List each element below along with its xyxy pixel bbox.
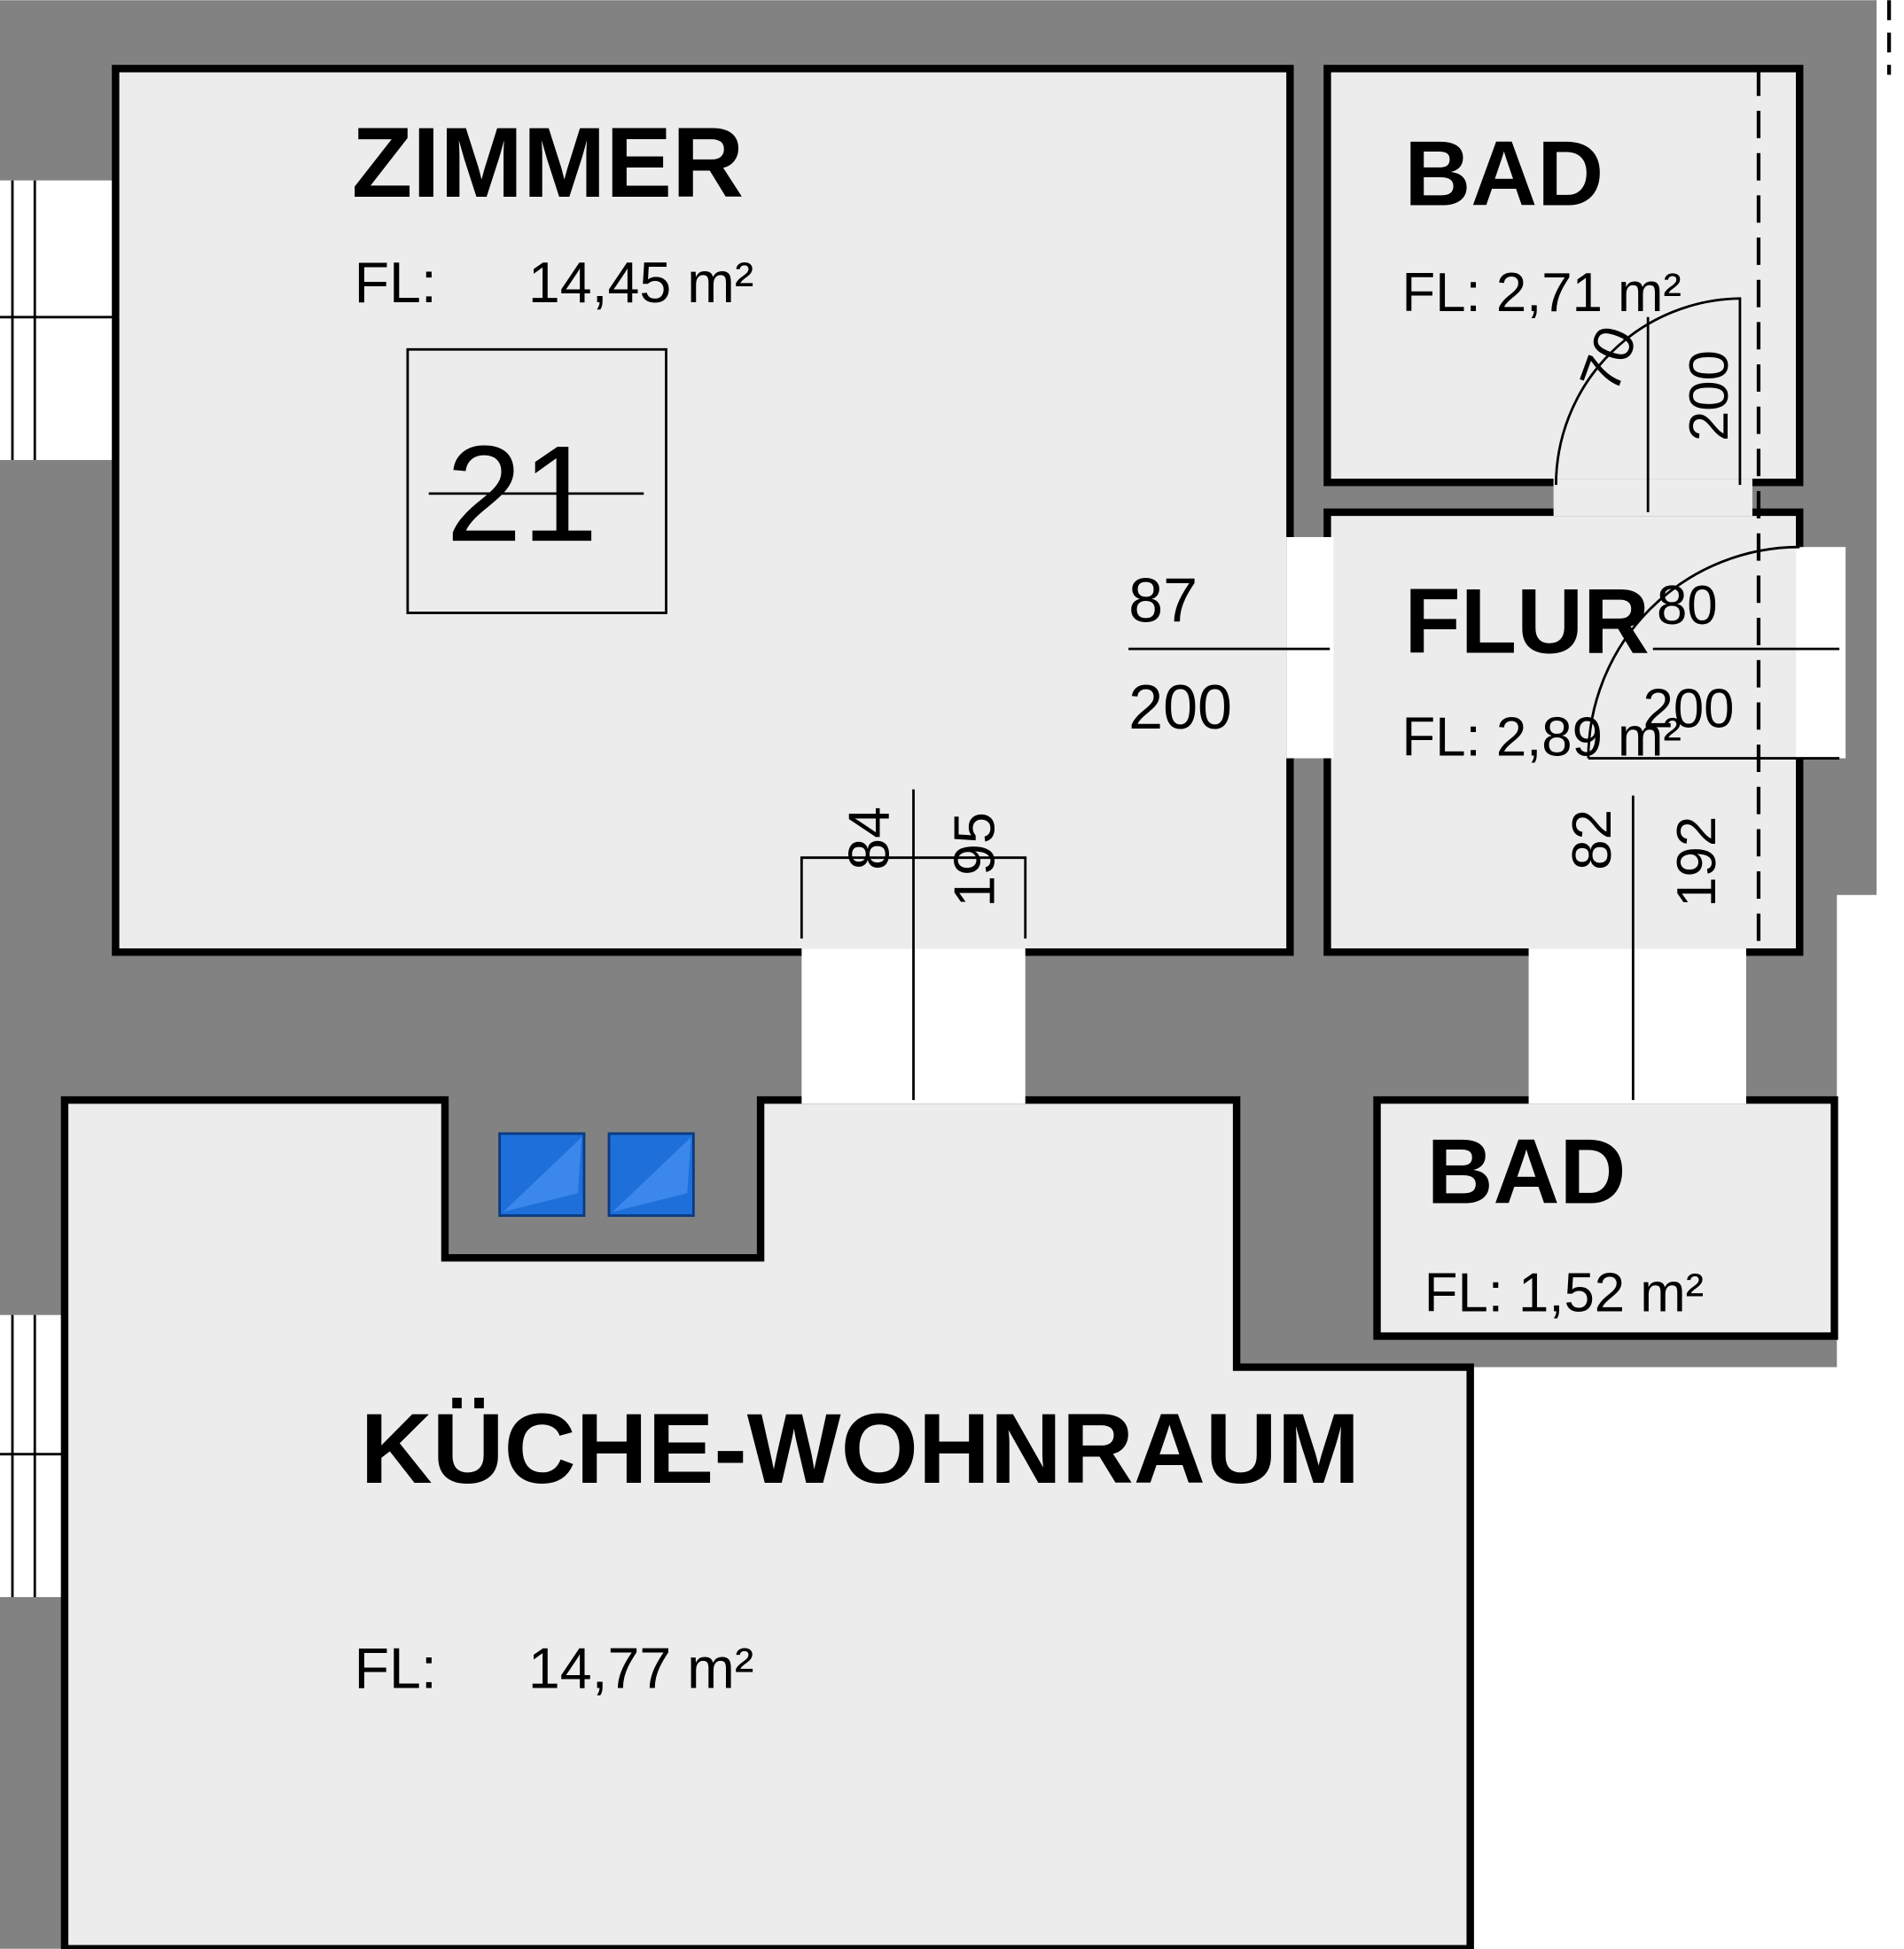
window-kueche — [0, 1314, 65, 1597]
dim-zimmer-kueche-width: 84 — [837, 807, 901, 870]
door-flur-bad — [1528, 948, 1746, 1104]
door-entry — [1796, 547, 1846, 759]
dim-zimmer-flur-width: 87 — [1128, 565, 1198, 635]
kueche-title: KÜCHE-WOHNRAUM — [361, 1392, 1361, 1504]
flur-entry-height: 200 — [1643, 678, 1735, 739]
flur-title: FLUR — [1404, 569, 1650, 672]
dim-bad-bottom-height: 192 — [1666, 816, 1728, 908]
window-zimmer — [0, 180, 116, 461]
kueche-area: 14,77 m² — [528, 1636, 753, 1700]
dim-bad-bottom-width: 82 — [1562, 809, 1623, 870]
bad-bottom-title: BAD — [1427, 1119, 1627, 1222]
flur-area: FL: 2,89 m² — [1402, 707, 1682, 768]
door-swing-lines — [800, 0, 1892, 1101]
dim-zimmer-flur-height: 200 — [1128, 673, 1232, 742]
flur-entry-width: 80 — [1657, 575, 1718, 636]
ventilation-shafts — [498, 1132, 695, 1217]
zimmer-area-label: FL: — [355, 251, 437, 315]
kueche-area-label: FL: — [355, 1636, 437, 1700]
room-zimmer — [112, 65, 1294, 956]
bad-top-title: BAD — [1404, 122, 1604, 225]
unit-number-box — [406, 347, 667, 614]
dim-bad-top-height: 200 — [1679, 350, 1740, 441]
zimmer-title: ZIMMER — [352, 106, 744, 218]
door-bad-top — [1553, 479, 1752, 517]
room-bad-bottom — [1373, 1095, 1838, 1340]
bad-bottom-area: FL: 1,52 m² — [1424, 1262, 1704, 1323]
zimmer-area: 14,45 m² — [528, 251, 753, 315]
room-bad-top — [1323, 65, 1804, 487]
bad-top-area: FL: 2,71 m² — [1402, 262, 1682, 324]
room-flur — [1323, 508, 1804, 956]
dim-zimmer-kueche-height: 195 — [943, 812, 1007, 908]
